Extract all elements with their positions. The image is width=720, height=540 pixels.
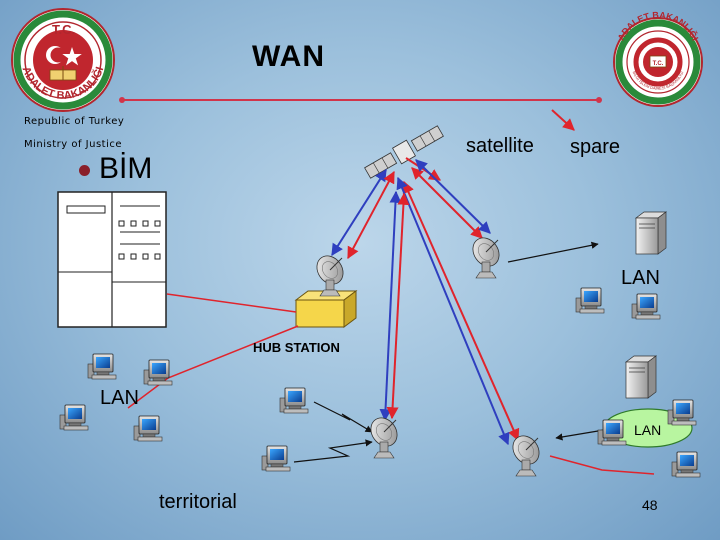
right-dish-icon: [467, 232, 505, 279]
bottom-right-dish-icon: [507, 430, 545, 477]
uplink-blue-bottom-right: [396, 176, 510, 446]
pc-icon-left-4: [133, 415, 163, 442]
spare-server-icon: [635, 211, 667, 255]
hub-dish-icon: [311, 250, 349, 297]
logo-left-top-text: T.C.: [52, 22, 75, 37]
label-spare: spare: [570, 136, 621, 158]
title-rule-dot-left: [119, 97, 125, 103]
pc-icon-left-3: [59, 404, 89, 431]
mainframe-computer: [57, 191, 167, 328]
uplink-red-bottom-mid: [386, 192, 410, 420]
cloud-dish-link: [555, 429, 605, 441]
uplink-blue-right: [415, 159, 491, 234]
label-territorial: territorial: [159, 491, 237, 513]
slide-title: WAN: [252, 40, 325, 73]
uplink-red-right: [411, 167, 483, 239]
title-rule-dot-right: [596, 97, 602, 103]
subtitle-country: Republic of Turkey: [24, 116, 125, 127]
mainframe-hub-link: [166, 293, 297, 313]
title-rule: [122, 99, 600, 101]
bullet-icon: [79, 165, 90, 176]
pc-icon-mid-2: [261, 445, 291, 472]
dish-lan-link: [549, 455, 655, 475]
pc-icon-right-2: [631, 293, 661, 320]
page-number: 48: [642, 497, 658, 513]
uplink-red-spare: [405, 157, 442, 181]
logo-right-center-text: T.C.: [653, 61, 664, 67]
pc-icon-lan-1: [667, 399, 697, 426]
label-hub-station: HUB STATION: [253, 340, 340, 355]
territorial-link-1: [313, 401, 373, 433]
pc-icon-lan-2: [597, 419, 627, 446]
pc-icon-right-1: [575, 287, 605, 314]
lan-server-icon: [625, 355, 657, 399]
satellite-icon: [364, 125, 444, 179]
bottom-mid-dish-icon: [365, 412, 403, 459]
uplink-red-bottom-right: [402, 180, 520, 442]
pc-icon-mid-1: [279, 387, 309, 414]
pc-icon-lan-3: [671, 451, 701, 478]
territorial-link-2: [293, 439, 373, 463]
subtitle-ministry: Ministry of Justice: [24, 139, 123, 150]
dish-server-link: [507, 241, 599, 263]
bullet-text-bim: BİM: [99, 152, 153, 185]
label-lan-left: LAN: [100, 387, 139, 409]
uplink-red-hub: [347, 170, 395, 260]
ministry-logo-right: [613, 17, 703, 107]
label-satellite: satellite: [466, 135, 534, 157]
label-lan-cloud: LAN: [634, 422, 662, 438]
ministry-logo-left: [11, 8, 115, 112]
spare-arrow: [551, 109, 575, 131]
label-lan-right: LAN: [621, 267, 660, 289]
uplink-blue-hub: [331, 168, 387, 257]
pc-icon-left-2: [143, 359, 173, 386]
hub-station: [294, 290, 358, 328]
pc-icon-left-1: [87, 353, 117, 380]
